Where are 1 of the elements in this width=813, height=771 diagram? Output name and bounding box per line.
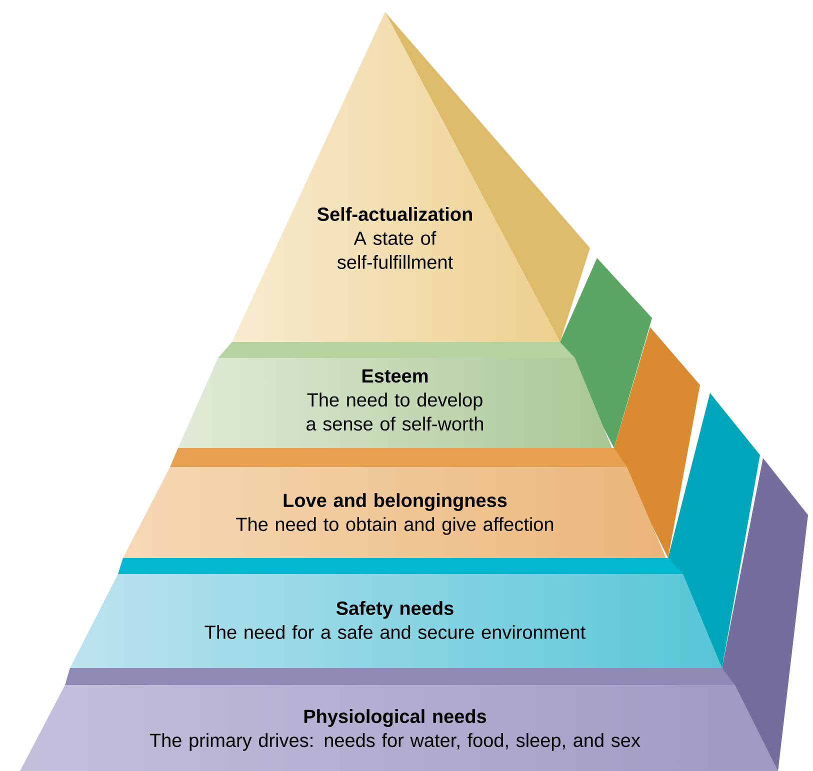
pyramid-tier: Self-actualization A state of self-fulfillment: [232, 12, 590, 342]
